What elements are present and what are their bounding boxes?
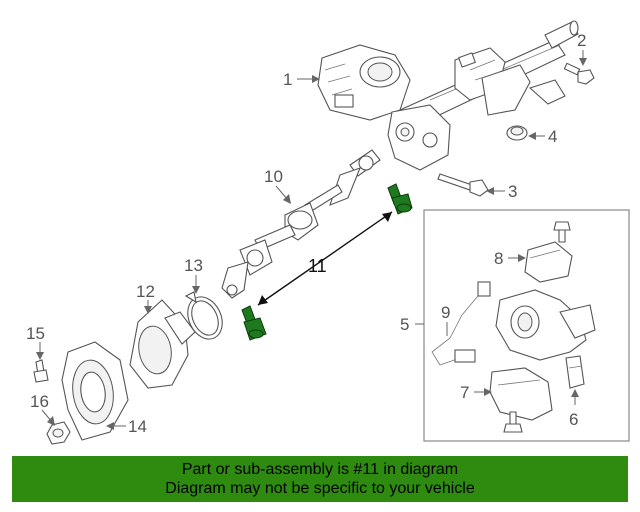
banner-line-1: Part or sub-assembly is #11 in diagram xyxy=(181,461,459,478)
callout-12: 12 xyxy=(136,282,155,301)
bolt-part-2 xyxy=(563,62,595,85)
callout-3: 3 xyxy=(508,182,517,201)
leader-lines xyxy=(36,50,587,430)
callout-5: 5 xyxy=(400,315,409,334)
callout-2: 2 xyxy=(577,31,586,50)
callout-8: 8 xyxy=(494,249,503,268)
bolt-part-15 xyxy=(33,359,49,383)
clamp-part-13 xyxy=(184,291,223,340)
cover-plate-part-14 xyxy=(61,341,129,441)
callout-13: 13 xyxy=(184,256,203,275)
boot-part-12 xyxy=(129,299,196,389)
callout-6: 6 xyxy=(569,410,578,429)
callout-7: 7 xyxy=(460,383,469,402)
info-banner: Part or sub-assembly is #11 in diagram D… xyxy=(12,456,628,502)
callout-4: 4 xyxy=(548,127,557,146)
sub-assembly-box xyxy=(423,209,630,442)
callout-11-arrow xyxy=(257,211,393,306)
callout-labels: 1 2 3 4 5 6 7 8 9 10 11 12 13 14 15 16 xyxy=(26,31,586,436)
parts-diagram: 1 2 3 4 5 6 7 8 9 10 11 12 13 14 15 16 xyxy=(26,20,630,445)
callout-10: 10 xyxy=(264,167,283,186)
intermediate-shaft xyxy=(221,149,381,299)
bolt-part-3 xyxy=(437,173,489,197)
callout-16: 16 xyxy=(30,392,49,411)
nut-part-16 xyxy=(46,421,71,445)
callout-9: 9 xyxy=(441,303,450,322)
nut-part-4 xyxy=(506,125,528,141)
banner-line-2: Diagram may not be specific to your vehi… xyxy=(165,480,475,497)
callout-14: 14 xyxy=(128,417,147,436)
steering-column-assembly xyxy=(317,20,579,171)
callout-15: 15 xyxy=(26,324,45,343)
callout-11: 11 xyxy=(308,256,327,276)
bolt-part-11-lower xyxy=(241,305,267,341)
bolt-part-11-upper xyxy=(387,183,413,215)
callout-1: 1 xyxy=(283,70,292,89)
